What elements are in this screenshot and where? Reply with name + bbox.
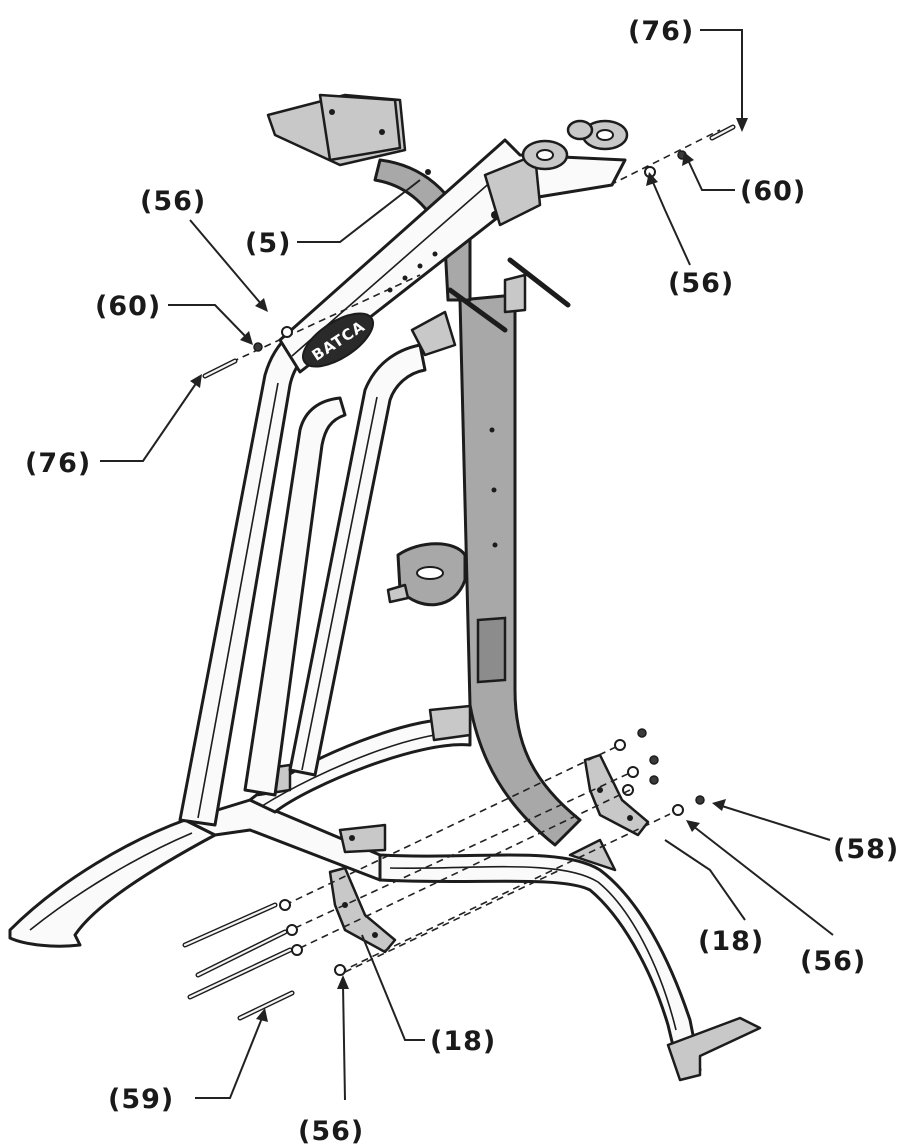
callout-60-left: (60) <box>95 291 161 322</box>
callout-76-top: (76) <box>628 16 694 47</box>
callout-18-right: (18) <box>698 926 764 957</box>
top-arm-part-5: BATCA <box>266 93 629 374</box>
callout-5: (5) <box>245 228 291 259</box>
vertical-post <box>458 293 582 847</box>
left-gusset-plate-18 <box>328 866 397 954</box>
callout-56-bottom-right: (56) <box>800 946 866 977</box>
callout-58: (58) <box>833 834 899 865</box>
base-frame <box>8 704 762 1082</box>
left-uprights <box>178 316 427 827</box>
seat-bowl <box>386 542 467 607</box>
leader-lines <box>100 29 834 1101</box>
callout-59: (59) <box>108 1084 174 1115</box>
right-gusset-plate-18 <box>583 728 705 837</box>
callout-18-bottom: (18) <box>430 1026 496 1057</box>
top-left-hardware <box>202 274 421 379</box>
callout-76-left: (76) <box>25 448 91 479</box>
bottom-bolts-59 <box>182 744 671 1021</box>
callout-56-top-right: (56) <box>668 268 734 299</box>
callout-labels: (76) (60) (56) (56) (5) (60) (76) (58) (… <box>25 16 899 1147</box>
callout-60-right: (60) <box>740 176 806 207</box>
top-right-hardware <box>609 124 736 186</box>
callout-56-top-left: (56) <box>140 186 206 217</box>
callout-56-bottom: (56) <box>298 1116 364 1147</box>
